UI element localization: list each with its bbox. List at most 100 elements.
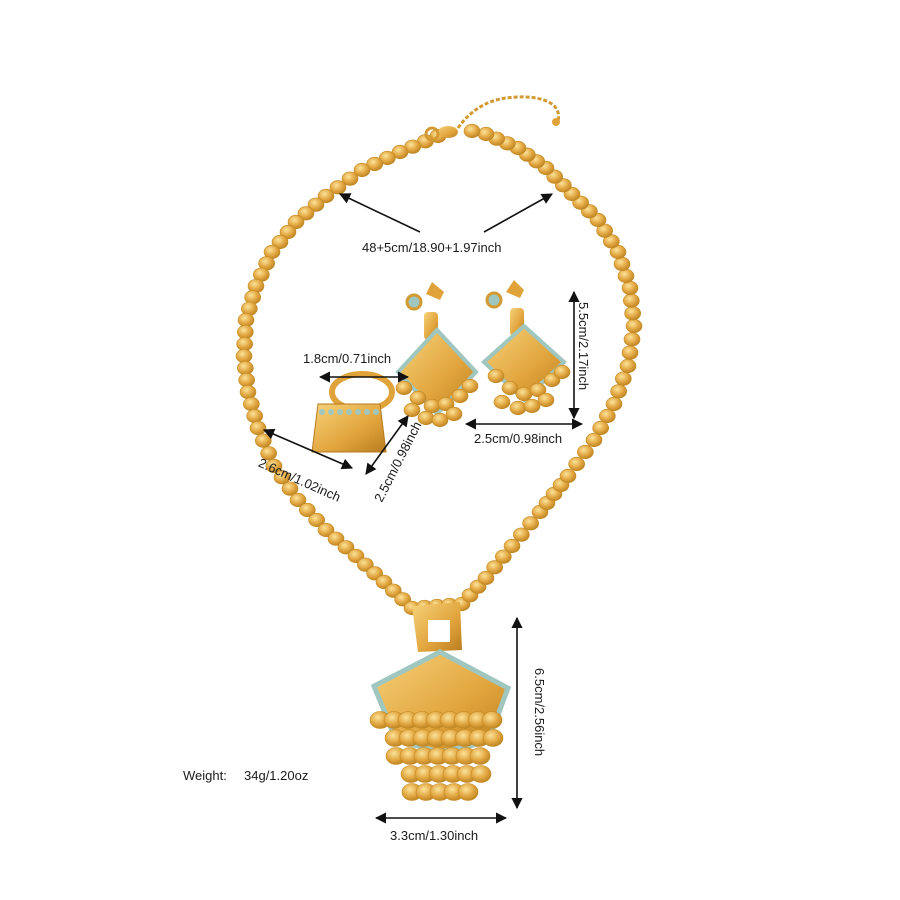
pendant-length-label: 6.5cm/2.56inch <box>532 668 547 757</box>
chain-coin <box>522 516 539 531</box>
chain-coin <box>495 549 512 564</box>
necklace-length-label: 48+5cm/18.90+1.97inch <box>362 240 502 255</box>
chain-coin <box>307 197 325 212</box>
chain-coin <box>329 180 347 195</box>
chain-coin <box>236 336 253 352</box>
chain-coin <box>237 324 254 340</box>
pendant-coin <box>469 747 491 765</box>
chain-coin <box>486 560 503 575</box>
chain-coin <box>621 280 639 296</box>
chain-coin <box>327 531 345 546</box>
chain-coin <box>623 293 640 308</box>
ring-bead <box>319 409 325 415</box>
earring-coin <box>461 378 479 394</box>
chain-coin <box>341 171 359 186</box>
chain-coin <box>592 420 609 436</box>
chain-coin <box>624 306 641 321</box>
chain-coin <box>308 512 325 528</box>
pendant-width-label: 3.3cm/1.30inch <box>390 828 479 843</box>
arrow-ring-length <box>262 428 354 470</box>
earring-coin <box>395 380 413 396</box>
chain-coin <box>287 214 305 230</box>
chain-coin <box>585 432 603 448</box>
earring-coin <box>537 392 555 408</box>
chain-coin <box>235 348 253 364</box>
chain-coin <box>605 396 623 412</box>
pendant-coin <box>481 711 503 729</box>
chain-coin <box>625 318 643 334</box>
chain-coin <box>503 538 521 554</box>
earring-coin <box>509 400 527 416</box>
earring-width-label: 2.5cm/0.98inch <box>474 431 563 446</box>
arrow-ring-height <box>365 415 409 475</box>
chain-coin <box>477 126 495 142</box>
chain-coin <box>621 345 639 360</box>
chain-coin <box>281 481 299 496</box>
chain-coin <box>463 123 481 139</box>
chain-coin <box>273 470 291 485</box>
weight-value: 34g/1.20oz <box>244 768 309 783</box>
chain-coin <box>246 408 263 424</box>
chain-coin <box>599 408 616 424</box>
chain-coin <box>366 156 383 172</box>
arrow-necklace-left <box>338 193 421 233</box>
chain-coin <box>513 527 530 542</box>
chain-coin <box>568 456 585 472</box>
chain-coin <box>317 188 335 204</box>
chain-coin <box>249 420 267 436</box>
earring-length-label: 5.5cm/2.17inch <box>576 302 591 391</box>
chain-coin <box>237 360 254 376</box>
earring-coin <box>431 412 449 428</box>
chain-coin <box>353 162 371 178</box>
chain-coin <box>477 570 495 586</box>
chain-coin <box>619 358 637 374</box>
chain-coin <box>279 224 297 240</box>
earring-left <box>395 282 479 428</box>
earring-right <box>481 280 571 416</box>
earring-coin <box>493 394 511 410</box>
chain-coin <box>239 384 257 400</box>
earring-coin <box>523 398 541 414</box>
earring-coin <box>529 382 547 398</box>
chain-coin <box>297 206 315 221</box>
dimension-arrows <box>262 193 584 824</box>
chain-coin <box>610 384 627 399</box>
earring-coin <box>515 386 533 402</box>
earring-coin <box>451 388 469 404</box>
chain-coin <box>613 256 631 272</box>
chain-coin <box>337 540 355 555</box>
chain-coin <box>299 502 316 518</box>
chain-coin <box>237 312 255 328</box>
earring-coin <box>423 398 441 414</box>
ring-bead <box>328 409 334 415</box>
chain-coin <box>317 522 335 538</box>
chain-coin <box>559 468 577 484</box>
chain-coin <box>255 433 272 448</box>
chain-coin <box>289 492 307 508</box>
earring-coin <box>445 406 463 422</box>
chain-coin <box>617 268 635 284</box>
chain-coin <box>391 144 409 160</box>
earring-coin <box>553 364 571 380</box>
ring <box>311 371 395 453</box>
earring-coin <box>501 380 519 396</box>
chain-coin <box>623 332 641 347</box>
ring-bead <box>337 409 343 415</box>
ring-bead <box>355 409 361 415</box>
ring-top-width-label: 1.8cm/0.71inch <box>303 351 392 366</box>
pendant <box>369 602 512 801</box>
chain-coin <box>615 371 632 386</box>
chain-coin <box>243 396 260 412</box>
earring-coin <box>437 396 455 412</box>
arrow-necklace-right <box>483 193 553 233</box>
earring-coin <box>487 368 505 384</box>
pendant-coin <box>457 783 479 801</box>
pendant-coin <box>482 729 504 747</box>
chain-coin <box>271 234 289 250</box>
necklace-clasp <box>424 95 561 142</box>
ring-bead <box>346 409 352 415</box>
weight-label: Weight: <box>183 768 227 783</box>
earring-coin <box>409 390 427 406</box>
chain-coin <box>379 150 396 166</box>
